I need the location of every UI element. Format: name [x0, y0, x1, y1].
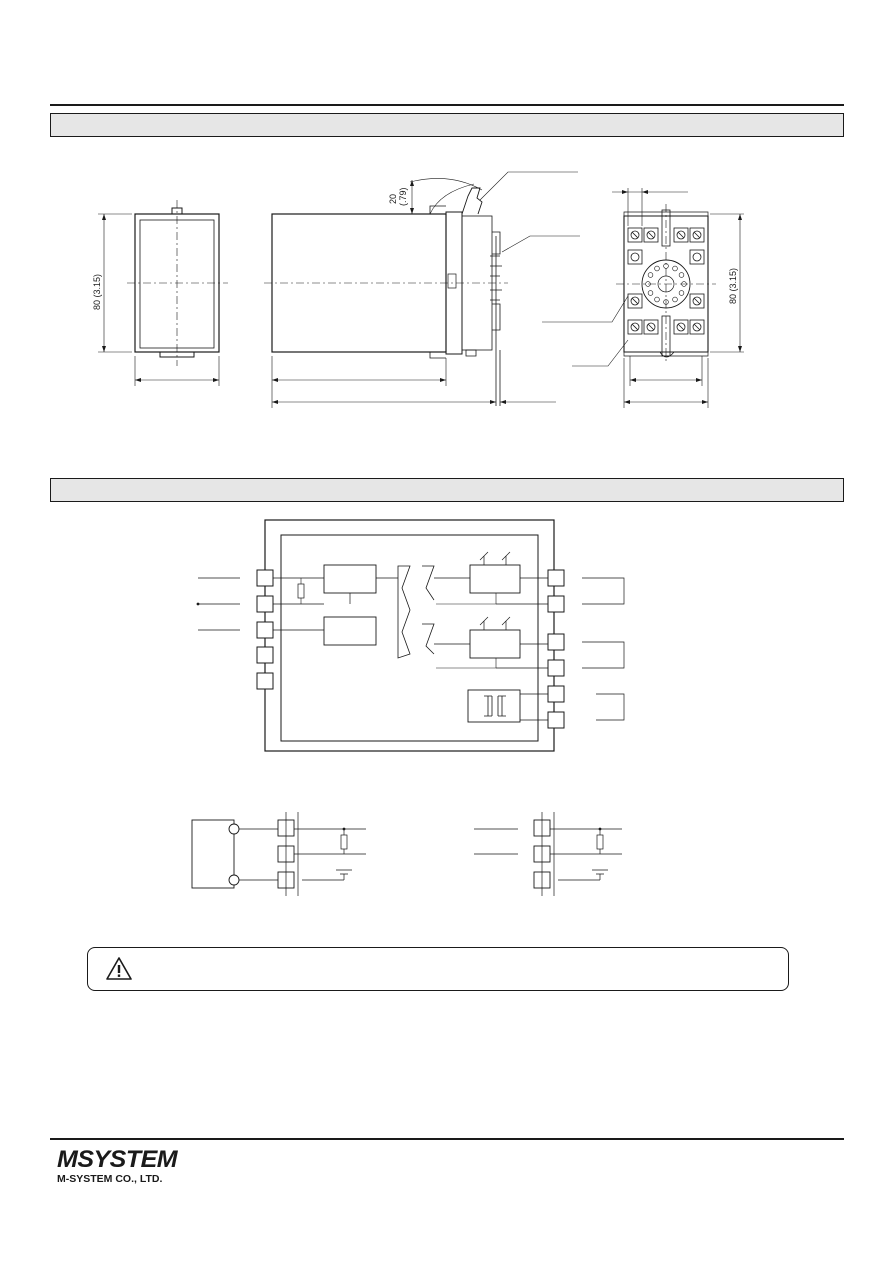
header-rule [50, 104, 844, 106]
socket-view [542, 188, 744, 408]
company-logo: MSYSTEM M-SYSTEM CO., LTD. [57, 1146, 178, 1185]
height-dimension-front: 80 (3.15) [92, 274, 102, 310]
warning-triangle-icon [106, 957, 132, 980]
side-view [264, 171, 580, 408]
logo-wordmark: MSYSTEM [57, 1146, 178, 1173]
wiring-example-voltage [474, 812, 622, 896]
company-name: M-SYSTEM CO., LTD. [57, 1173, 163, 1185]
footer-rule [50, 1138, 844, 1140]
section-bar-connection [50, 478, 844, 502]
wiring-example-sensor [191, 812, 366, 896]
section-bar-dimensions [50, 113, 844, 137]
front-view [98, 200, 228, 386]
block-diagram [196, 519, 625, 752]
height-dimension-side: 80 (3.15) [728, 268, 738, 304]
clearance-dimension-inch: (.79) [398, 187, 408, 206]
notice-box [87, 947, 789, 991]
clearance-dimension: 20 [388, 194, 398, 204]
